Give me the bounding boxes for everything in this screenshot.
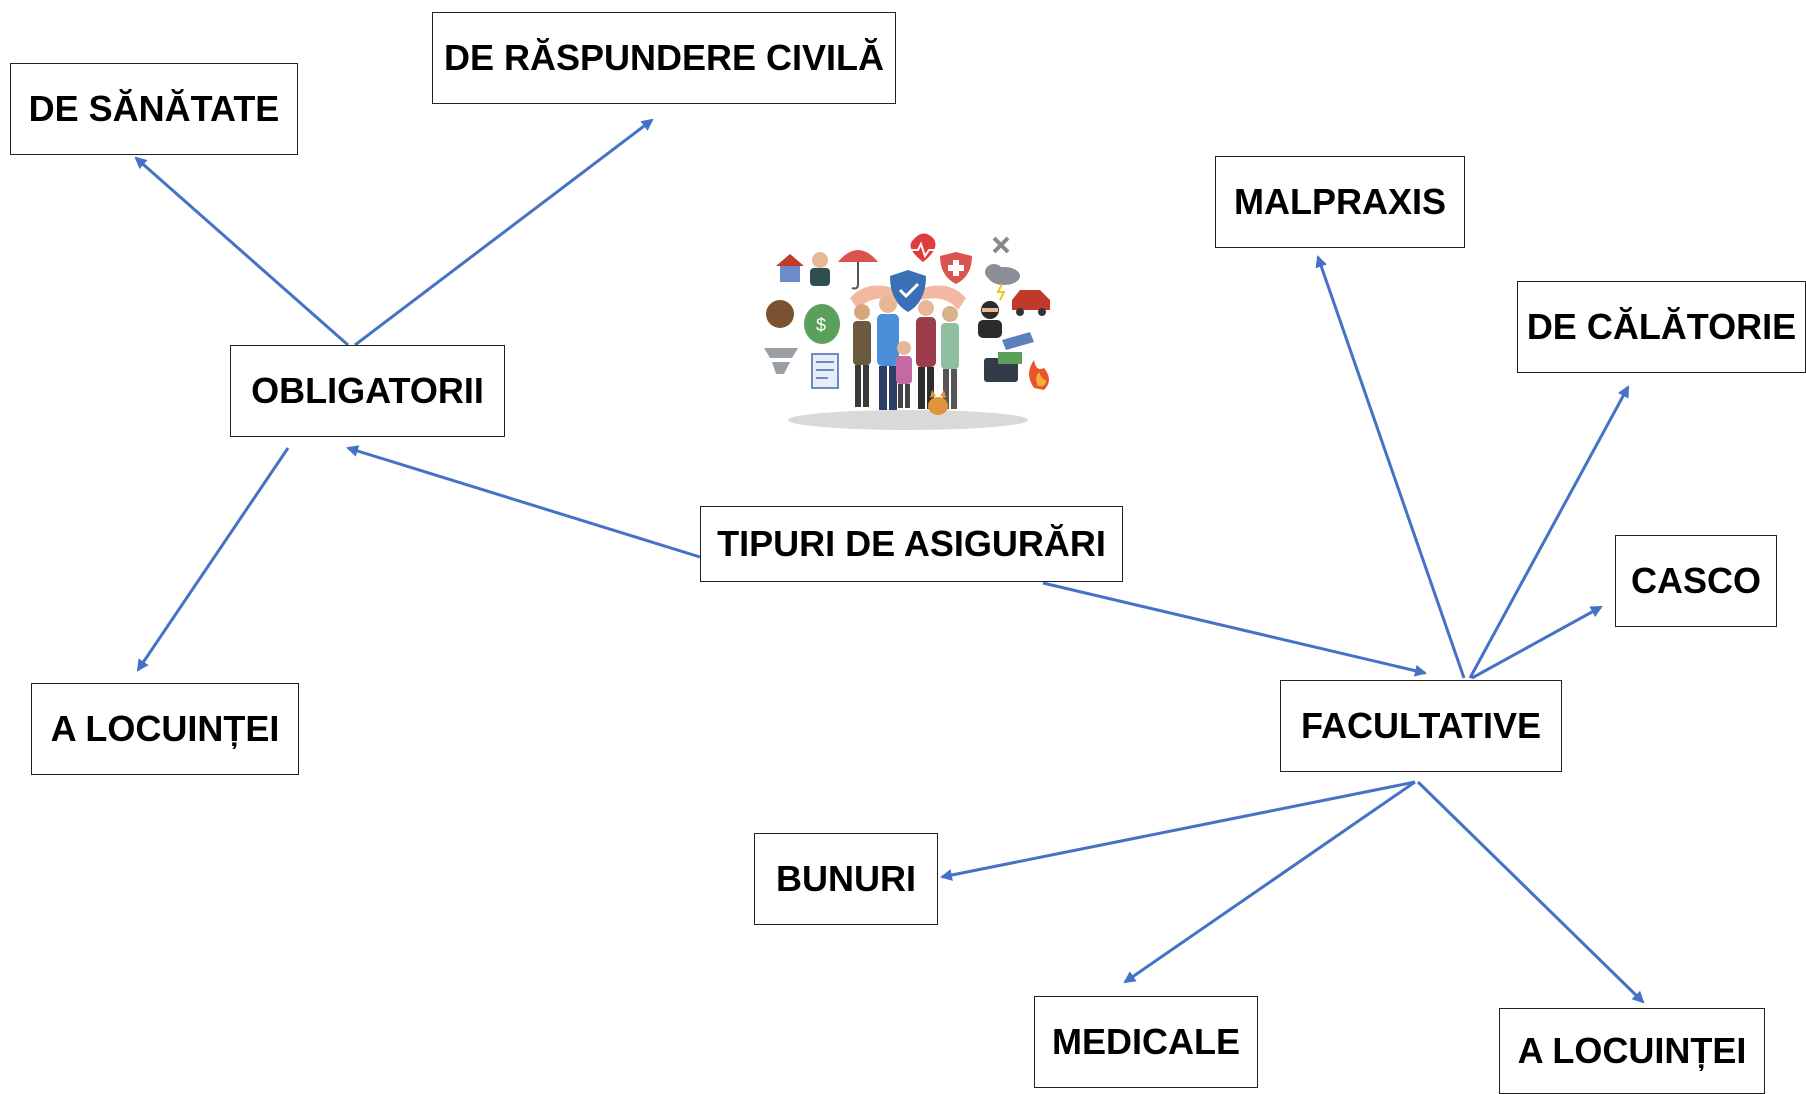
document-icon <box>811 353 839 389</box>
shield-icon <box>890 270 926 312</box>
boat-icon <box>1002 332 1034 350</box>
arrow-facultative-to-malpraxis <box>1315 255 1466 679</box>
car-icon <box>1012 290 1050 316</box>
arrow-obligatorii-to-raspundere <box>354 118 654 347</box>
svg-text:$: $ <box>816 315 826 335</box>
node-facultative: FACULTATIVE <box>1280 680 1562 772</box>
house-icon <box>776 254 804 282</box>
hands-icon <box>850 285 966 310</box>
cloud-icon <box>985 264 1020 301</box>
node-obligatorii: OBLIGATORII <box>230 345 505 437</box>
arrow-center-to-obligatorii <box>346 445 701 559</box>
node-bunuri: BUNURI <box>754 833 938 925</box>
node-de-sanatate: DE SĂNĂTATE <box>10 63 298 155</box>
arrow-obligatorii-to-locuinta <box>136 447 290 672</box>
medical-cross-icon <box>940 252 972 284</box>
node-casco: CASCO <box>1615 535 1777 627</box>
arrow-obligatorii-to-sanatate <box>134 156 349 347</box>
node-obligatorii-a-locuintei: A LOCUINȚEI <box>31 683 299 775</box>
tornado-icon <box>764 348 798 374</box>
globe-icon <box>766 300 794 328</box>
money-bag-icon: $ <box>804 304 840 344</box>
cat-icon <box>928 390 948 415</box>
umbrella-icon <box>838 250 878 290</box>
node-de-raspundere-civila: DE RĂSPUNDERE CIVILĂ <box>432 12 896 104</box>
person-icon <box>810 252 830 286</box>
wallet-icon <box>984 352 1022 382</box>
heart-icon <box>910 233 938 262</box>
arrow-facultative-to-locuinta <box>1416 780 1645 1004</box>
arrow-facultative-to-medicale <box>1123 780 1416 984</box>
node-de-calatorie: DE CĂLĂTORIE <box>1517 281 1806 373</box>
center-node: TIPURI DE ASIGURĂRI <box>700 506 1123 582</box>
node-facultative-a-locuintei: A LOCUINȚEI <box>1499 1008 1765 1094</box>
arrow-facultative-to-bunuri <box>940 780 1416 881</box>
node-medicale: MEDICALE <box>1034 996 1258 1088</box>
node-malpraxis: MALPRAXIS <box>1215 156 1465 248</box>
arrow-facultative-to-casco <box>1471 605 1603 680</box>
arrow-center-to-facultative <box>1042 581 1427 677</box>
insurance-illustration: $ <box>764 233 1050 430</box>
family-icon <box>853 295 959 410</box>
thief-icon <box>978 301 1002 338</box>
fire-icon <box>1029 360 1049 390</box>
plane-icon <box>992 236 1010 254</box>
arrow-facultative-to-calatorie <box>1468 385 1630 679</box>
